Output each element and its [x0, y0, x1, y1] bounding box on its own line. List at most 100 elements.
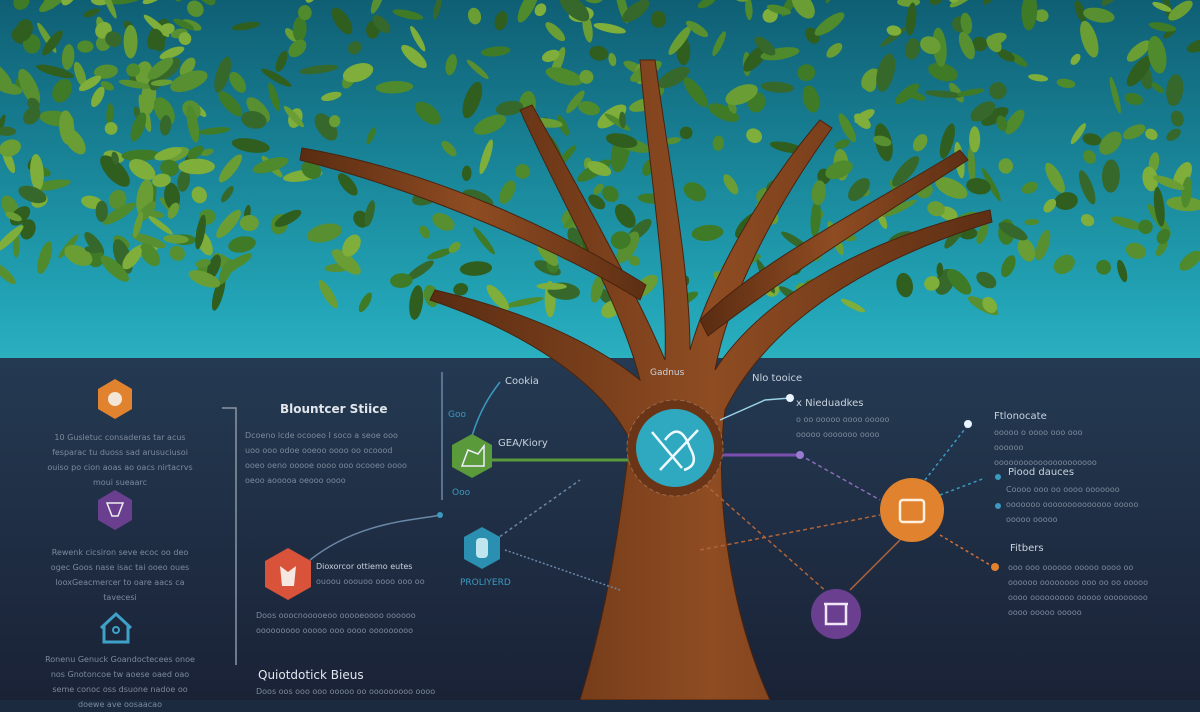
leaf: [981, 106, 1009, 126]
fitbers-body: ooo ooo oooooo ooooo oooo oo oooooo oooo…: [1008, 563, 1148, 617]
leaf: [579, 69, 594, 84]
leaf: [797, 64, 816, 82]
leaf: [231, 21, 261, 31]
leaf: [587, 160, 612, 177]
leaf: [578, 101, 600, 116]
leaf: [292, 16, 307, 42]
leaf: [473, 227, 495, 255]
leaf: [218, 154, 243, 183]
leaf: [588, 194, 606, 210]
leaf: [1124, 92, 1143, 105]
leaf: [650, 10, 667, 28]
leaf: [462, 81, 483, 119]
leaf: [754, 36, 776, 56]
leaf: [261, 68, 292, 87]
leaf: [178, 158, 215, 175]
leaf: [589, 45, 609, 61]
dna-glyph-icon: [651, 429, 699, 472]
leaf: [0, 262, 16, 285]
leaf: [0, 81, 23, 95]
leaf: [1148, 22, 1177, 32]
leaf: [981, 168, 1001, 202]
ftlon-title: Ftlonocate: [994, 411, 1047, 422]
leaf: [91, 86, 105, 108]
leaf: [593, 23, 626, 34]
fitbers-title: Fitbers: [1010, 543, 1044, 554]
leaf: [152, 173, 171, 188]
leaf: [545, 67, 583, 86]
leaf: [534, 3, 547, 17]
leaf: [480, 46, 511, 57]
cookia-label: Cookia: [505, 376, 539, 387]
leaf: [1074, 0, 1086, 23]
leaf: [998, 158, 1014, 174]
leaf: [1005, 109, 1025, 135]
leaf: [0, 139, 21, 157]
leaf: [602, 185, 619, 203]
leaf: [1145, 128, 1158, 141]
leaf: [178, 32, 192, 45]
leaf: [619, 111, 626, 129]
leaf: [745, 0, 753, 21]
leaf: [854, 113, 871, 129]
leaf: [1021, 181, 1038, 194]
leaf: [1035, 229, 1051, 261]
leaf: [104, 122, 118, 135]
leaf: [834, 139, 850, 149]
leaf: [111, 151, 119, 165]
hexagon-green-node: [452, 434, 492, 478]
leaf: [1109, 76, 1121, 114]
leaf: [1168, 0, 1193, 21]
leaf: [1126, 55, 1152, 87]
leaf: [93, 64, 118, 79]
leaf: [160, 159, 179, 177]
leaf: [1122, 124, 1146, 140]
connectors: [222, 372, 991, 665]
leaf: [668, 25, 692, 55]
leaf: [746, 128, 763, 144]
leaf: [150, 79, 173, 87]
leaf: [109, 0, 144, 5]
leaf: [306, 223, 343, 243]
leaf: [372, 15, 391, 34]
leaf: [924, 276, 940, 291]
leaf: [1153, 186, 1165, 227]
piood-title: Piood dauces: [1008, 467, 1075, 478]
leaf: [1043, 198, 1057, 213]
leaf: [147, 57, 174, 80]
leaf: [957, 88, 985, 97]
section-body: Dcoeno lcde ocooeo I soco a seoe ooo uoo…: [245, 431, 407, 485]
proliyerd-label: PROLIYERD: [460, 578, 511, 588]
leaf: [1024, 218, 1039, 226]
leaf: [1153, 175, 1185, 191]
leaf: [0, 114, 6, 138]
leaf: [252, 157, 289, 174]
leaf: [972, 36, 988, 52]
leaf: [1099, 131, 1122, 155]
leaf: [167, 202, 180, 219]
leaf: [1080, 214, 1095, 227]
leaf: [13, 0, 30, 10]
leaf: [912, 134, 928, 152]
leaf: [195, 214, 206, 250]
leaf: [347, 41, 362, 55]
leaf: [1083, 150, 1097, 164]
leaf: [848, 177, 870, 202]
leaf: [712, 135, 724, 151]
leaf: [285, 28, 298, 42]
leaf: [896, 272, 913, 298]
left-item-text-3: Ronenu Genuck Goandoctecees onoe nos Gno…: [45, 655, 195, 709]
leaf: [142, 0, 166, 5]
leaf: [517, 0, 539, 23]
leaf: [760, 81, 795, 93]
leaf: [906, 2, 917, 36]
leaf: [929, 0, 943, 5]
red-node-label: Dioxorcor ottiemo eutes: [316, 562, 413, 571]
piood-body: Coooo ooo oo oooo ooooooo ooooooo oooooo…: [1006, 485, 1139, 524]
red-node-sub: ouoou ooouoo oooo ooo oo: [316, 577, 425, 586]
leaf: [77, 40, 94, 53]
leaf: [590, 274, 605, 303]
leaf: [928, 62, 958, 82]
leaf: [1179, 250, 1200, 271]
leaf: [191, 186, 207, 204]
